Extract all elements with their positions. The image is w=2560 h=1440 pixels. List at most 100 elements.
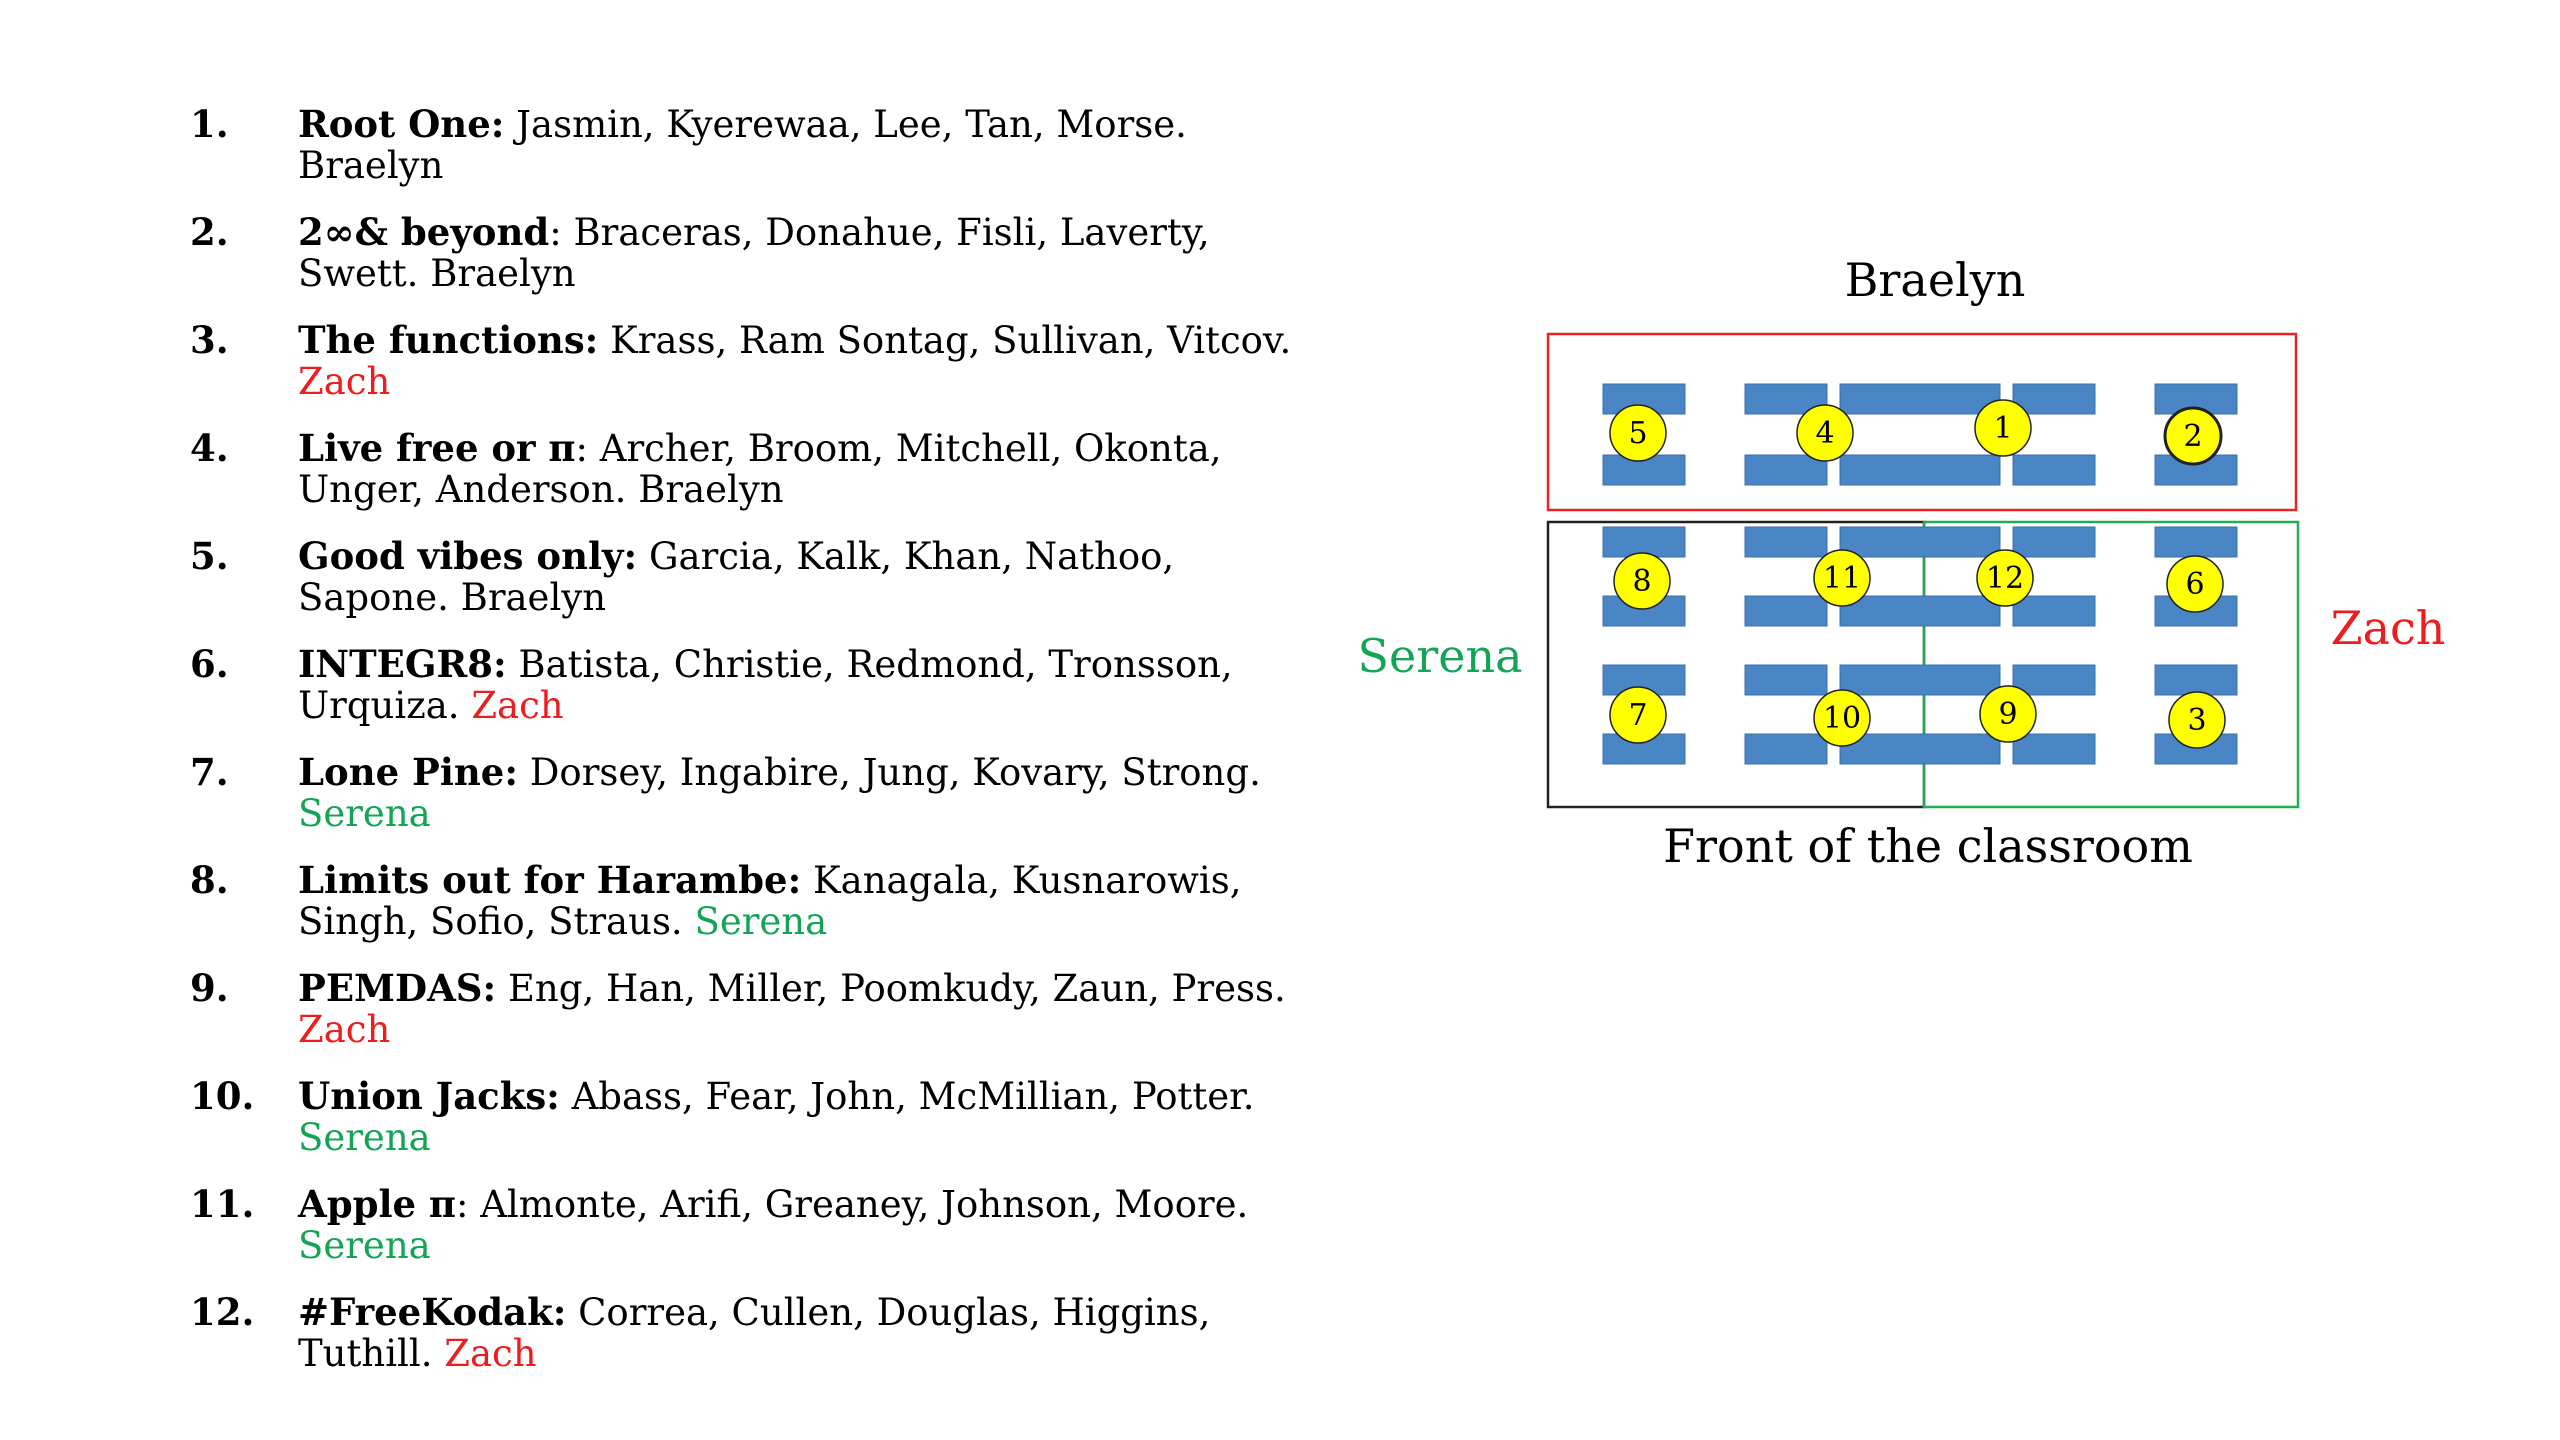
marker-circle xyxy=(1813,689,1871,747)
group-text: Lone Pine: Dorsey, Ingabire, Jung, Kovar… xyxy=(298,752,1310,860)
zach-label: Zach xyxy=(2331,601,2446,655)
group-mentor: Zach xyxy=(298,1008,391,1051)
marker-circle xyxy=(2166,555,2224,613)
group-number: 3. xyxy=(190,318,229,362)
group-text: 2∞& beyond: Braceras, Donahue, Fisli, La… xyxy=(298,212,1310,320)
desk xyxy=(1839,383,2001,415)
group-name: Root One: xyxy=(298,102,505,146)
seating-chart: Braelyn Serena Zach Front of the classro… xyxy=(1358,253,2446,873)
group-number: 6. xyxy=(190,642,229,686)
group-members: Correa, Cullen, Douglas, Higgins, Tuthil… xyxy=(298,1291,1211,1375)
group-members: : Braceras, Donahue, Fisli, Laverty, Swe… xyxy=(298,211,1210,295)
desk xyxy=(1744,526,1828,558)
group-name: Good vibes only: xyxy=(298,534,638,578)
group-item: 10.Union Jacks: Abass, Fear, John, McMil… xyxy=(190,1076,1310,1184)
marker-number: 8 xyxy=(1632,564,1651,599)
front-of-classroom-label: Front of the classroom xyxy=(1663,819,2193,873)
serena-label: Serena xyxy=(1358,629,1523,683)
group-members: Krass, Ram Sontag, Sullivan, Vitcov. xyxy=(598,319,1292,362)
group-members: Garcia, Kalk, Khan, Nathoo, Sapone. xyxy=(298,535,1175,619)
group-marker: 12 xyxy=(1976,549,2034,607)
marker-number: 6 xyxy=(2185,567,2204,602)
group-members: Eng, Han, Miller, Poomkudy, Zaun, Press. xyxy=(496,967,1286,1010)
group-item: 9. PEMDAS: Eng, Han, Miller, Poomkudy, Za… xyxy=(190,968,1310,1076)
marker-number: 10 xyxy=(1823,701,1861,736)
group-separator xyxy=(432,1332,444,1375)
desk xyxy=(2012,383,2096,415)
marker-circle xyxy=(1609,686,1667,744)
group-number: 1. xyxy=(190,102,229,146)
desk xyxy=(1839,595,2001,627)
marker-circle xyxy=(1974,399,2032,457)
marker-circle xyxy=(2168,691,2226,749)
group-text: Good vibes only: Garcia, Kalk, Khan, Nat… xyxy=(298,536,1310,644)
desk xyxy=(2012,595,2096,627)
group-number: 7. xyxy=(190,750,229,794)
group-text: #FreeKodak: Correa, Cullen, Douglas, Hig… xyxy=(298,1292,1310,1400)
marker-number: 1 xyxy=(1993,411,2012,446)
marker-circle xyxy=(1609,404,1667,462)
group-marker: 10 xyxy=(1813,689,1871,747)
group-separator xyxy=(626,468,638,511)
group-text: Root One: Jasmin, Kyerewaa, Lee, Tan, Mo… xyxy=(298,104,1310,212)
group-name: Limits out for Harambe: xyxy=(298,858,802,902)
group-marker: 7 xyxy=(1609,686,1667,744)
group-members: Abass, Fear, John, McMillian, Potter. xyxy=(559,1075,1255,1118)
desk xyxy=(1744,595,1828,627)
group-name: The functions: xyxy=(298,318,599,362)
desk xyxy=(1744,454,1828,486)
group-item: 2. 2∞& beyond: Braceras, Donahue, Fisli, … xyxy=(190,212,1310,320)
group-name: INTEGR8: xyxy=(298,642,507,686)
group-separator xyxy=(460,684,472,727)
marker-circle xyxy=(1813,549,1871,607)
group-name: #FreeKodak: xyxy=(298,1290,567,1334)
marker-circle xyxy=(1796,404,1854,462)
group-text: The functions: Krass, Ram Sontag, Sulliv… xyxy=(298,320,1310,428)
group-marker: 6 xyxy=(2166,555,2224,613)
group-name: Lone Pine: xyxy=(298,750,518,794)
desk xyxy=(1839,733,2001,765)
group-mentor: Braelyn xyxy=(430,252,576,295)
group-mentor: Zach xyxy=(298,360,391,403)
group-list: 1. Root One: Jasmin, Kyerewaa, Lee, Tan, … xyxy=(190,104,1310,1400)
group-mentor: Braelyn xyxy=(638,468,784,511)
desk xyxy=(1839,454,2001,486)
group-members: Batista, Christie, Redmond, Tronsson, Ur… xyxy=(298,643,1233,727)
group-item: 5. Good vibes only: Garcia, Kalk, Khan, N… xyxy=(190,536,1310,644)
group-members: Kanagala, Kusnarowis, Singh, Sofio, Stra… xyxy=(298,859,1242,943)
group-name: PEMDAS: xyxy=(298,966,497,1010)
group-mentor: Braelyn xyxy=(298,144,444,187)
group-separator xyxy=(418,252,430,295)
group-number: 12. xyxy=(190,1290,255,1334)
desk xyxy=(1744,733,1828,765)
group-name: Live free or π xyxy=(298,426,576,470)
marker-circle xyxy=(1979,685,2037,743)
group-text: PEMDAS: Eng, Han, Miller, Poomkudy, Zaun… xyxy=(298,968,1310,1076)
marker-number: 12 xyxy=(1986,561,2024,596)
marker-circle xyxy=(2163,406,2223,466)
group-members: Dorsey, Ingabire, Jung, Kovary, Strong. xyxy=(518,751,1261,794)
group-mentor: Zach xyxy=(444,1332,537,1375)
desk xyxy=(2012,454,2096,486)
group-mentor: Serena xyxy=(694,900,828,943)
group-members: Jasmin, Kyerewaa, Lee, Tan, Morse. xyxy=(504,103,1187,146)
group-number: 9. xyxy=(190,966,229,1010)
desk xyxy=(2012,664,2096,696)
group-number: 5. xyxy=(190,534,229,578)
group-mentor: Zach xyxy=(471,684,564,727)
group-item: 11.Apple π: Almonte, Arifi, Greaney, Joh… xyxy=(190,1184,1310,1292)
group-marker: 2 xyxy=(2163,406,2223,466)
group-item: 7. Lone Pine: Dorsey, Ingabire, Jung, Kov… xyxy=(190,752,1310,860)
group-text: INTEGR8: Batista, Christie, Redmond, Tro… xyxy=(298,644,1310,752)
group-number: 2. xyxy=(190,210,229,254)
group-item: 8. Limits out for Harambe: Kanagala, Kusn… xyxy=(190,860,1310,968)
group-marker: 11 xyxy=(1813,549,1871,607)
braelyn-label: Braelyn xyxy=(1845,253,2026,307)
marker-number: 3 xyxy=(2187,703,2206,738)
group-marker: 4 xyxy=(1796,404,1854,462)
group-text: Apple π: Almonte, Arifi, Greaney, Johnso… xyxy=(298,1184,1310,1292)
desk xyxy=(2012,733,2096,765)
group-number: 8. xyxy=(190,858,229,902)
group-mentor: Braelyn xyxy=(460,576,607,619)
